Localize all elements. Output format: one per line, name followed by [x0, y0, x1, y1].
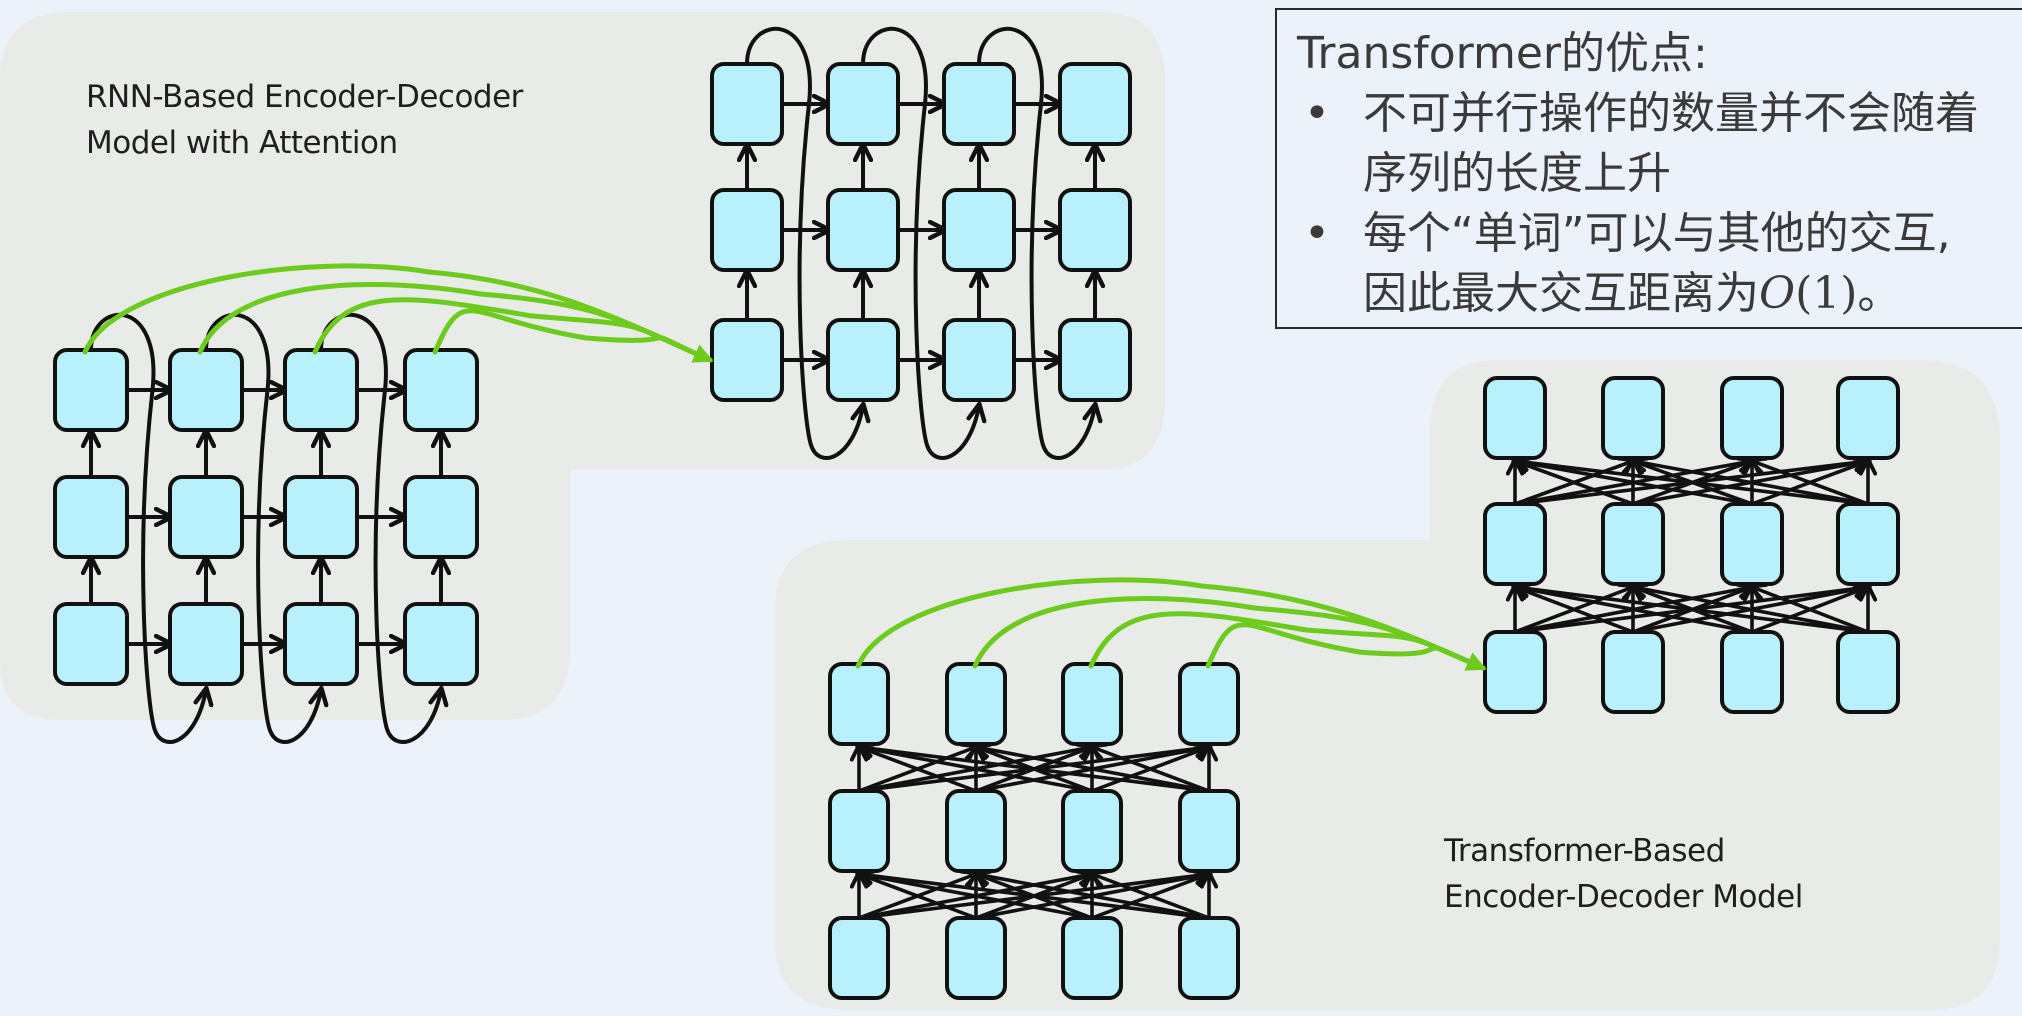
rnn-decoder-wraparound-edge — [977, 26, 1095, 460]
rnn-encoder-wraparound-edge — [319, 312, 441, 744]
transformer-label-line-1: Transformer-Based — [1444, 833, 1725, 869]
rnn-decoder-node — [826, 188, 900, 272]
rnn-attention-link — [312, 297, 713, 363]
rnn-encoder-node — [53, 475, 129, 559]
transformer-encoder-self-attention-edge — [976, 747, 1211, 793]
transformer-attention-link — [1205, 622, 1486, 671]
rnn-decoder-node — [710, 318, 784, 402]
rnn-attention-link — [432, 308, 713, 363]
transformer-decoder-node — [1836, 502, 1900, 586]
advantage-bullet-2: • 每个“单词”可以与其他的交互, 因此最大交互距离为O(1)。 — [1297, 204, 2022, 324]
transformer-encoder-self-attention-edge — [859, 747, 978, 793]
rnn-decoder-node — [942, 188, 1016, 272]
transformer-encoder-node — [945, 662, 1007, 746]
transformer-decoder-node — [1483, 502, 1547, 586]
transformer-decoder-self-attention-edge — [1633, 587, 1870, 634]
rnn-encoder-wraparound-edge — [204, 312, 321, 744]
rnn-decoder-wraparound-edge — [745, 26, 863, 460]
rnn-encoder-node — [168, 475, 244, 559]
transformer-decoder-self-attention-edge — [1515, 587, 1754, 634]
rnn-label-line-1: RNN-Based Encoder-Decoder — [86, 79, 523, 115]
rnn-decoder-node — [1058, 318, 1132, 402]
bullet-2-line-2: 因此最大交互距离为O(1)。 — [1363, 264, 2022, 324]
transformer-encoder-self-attention-edge — [859, 874, 978, 920]
transformer-decoder-node — [1720, 376, 1784, 460]
transformer-encoder-node — [1061, 789, 1123, 873]
transformer-decoder-self-attention-edge — [1633, 461, 1870, 506]
transformer-decoder-self-attention-edge — [1515, 587, 1635, 634]
rnn-decoder-wraparound-edge — [861, 26, 979, 460]
transformer-decoder-self-attention-edge — [1752, 461, 1870, 506]
transformer-decoder-self-attention-edge — [1515, 461, 1870, 506]
transformer-model-label: Transformer-Based Encoder-Decoder Model — [1444, 828, 1803, 920]
bullet-2-suffix: 。 — [1857, 268, 1902, 319]
transformer-encoder-node — [828, 916, 890, 1000]
transformer-advantages-box: Transformer的优点: • 不可并行操作的数量并不会随着 序列的长度上升… — [1275, 8, 2022, 329]
transformer-decoder-node — [1720, 630, 1784, 714]
rnn-encoder-node — [168, 348, 244, 432]
transformer-encoder-node — [1061, 662, 1123, 746]
rnn-decoder-node — [826, 62, 900, 146]
transformer-decoder-node — [1836, 630, 1900, 714]
transformer-decoder-self-attention-edge — [1515, 587, 1870, 634]
big-o-symbol: O — [1759, 268, 1796, 319]
transformer-encoder-node — [1178, 916, 1240, 1000]
bullet-2-line-1: 每个“单词”可以与其他的交互, — [1363, 208, 1951, 259]
rnn-decoder-node — [942, 62, 1016, 146]
rnn-encoder-node — [283, 602, 359, 686]
bullet-2-line-2-text: 因此最大交互距离为 — [1363, 268, 1759, 319]
transformer-encoder-node — [828, 662, 890, 746]
rnn-label-line-2: Model with Attention — [86, 125, 398, 161]
advantage-bullet-1: • 不可并行操作的数量并不会随着 序列的长度上升 — [1297, 84, 2022, 204]
transformer-encoder-self-attention-edge — [859, 874, 1211, 920]
rnn-encoder-node — [53, 602, 129, 686]
rnn-encoder-node — [403, 348, 479, 432]
transformer-encoder-self-attention-edge — [1092, 874, 1211, 920]
transformer-attention-link — [1088, 611, 1486, 671]
transformer-encoder-self-attention-edge — [1092, 747, 1211, 793]
transformer-decoder-node — [1601, 630, 1665, 714]
transformer-decoder-node — [1601, 376, 1665, 460]
transformer-encoder-node — [945, 916, 1007, 1000]
transformer-encoder-self-attention-edge — [976, 874, 1211, 920]
rnn-encoder-node — [283, 348, 359, 432]
transformer-encoder-node — [828, 789, 890, 873]
rnn-decoder-node — [826, 318, 900, 402]
rnn-decoder-node — [710, 62, 784, 146]
rnn-encoder-wraparound-edge — [89, 312, 206, 744]
rnn-encoder-node — [403, 475, 479, 559]
transformer-encoder-self-attention-edge — [859, 747, 1211, 793]
bullet-marker: • — [1304, 88, 1330, 139]
transformer-decoder-self-attention-edge — [1515, 461, 1635, 506]
transformer-decoder-node — [1601, 502, 1665, 586]
rnn-encoder-node — [53, 348, 129, 432]
transformer-label-line-2: Encoder-Decoder Model — [1444, 879, 1803, 915]
big-o-argument: (1) — [1795, 268, 1858, 319]
bullet-1-line-1: 不可并行操作的数量并不会随着 — [1363, 88, 1979, 139]
rnn-encoder-node — [283, 475, 359, 559]
transformer-encoder-node — [1178, 662, 1240, 746]
advantages-title: Transformer的优点: — [1297, 28, 1708, 79]
transformer-encoder-self-attention-edge — [859, 747, 1094, 793]
transformer-encoder-node — [1061, 916, 1123, 1000]
transformer-decoder-self-attention-edge — [1515, 461, 1754, 506]
transformer-decoder-self-attention-edge — [1752, 587, 1870, 634]
rnn-encoder-node — [403, 602, 479, 686]
transformer-encoder-node — [945, 789, 1007, 873]
bullet-marker: • — [1304, 208, 1330, 259]
rnn-decoder-node — [942, 318, 1016, 402]
transformer-encoder-node — [1178, 789, 1240, 873]
bullet-1-line-2: 序列的长度上升 — [1363, 148, 1671, 199]
transformer-decoder-node — [1483, 630, 1547, 714]
rnn-encoder-node — [168, 602, 244, 686]
rnn-model-label: RNN-Based Encoder-Decoder Model with Att… — [86, 74, 523, 166]
transformer-decoder-node — [1720, 502, 1784, 586]
rnn-decoder-node — [710, 188, 784, 272]
rnn-decoder-node — [1058, 62, 1132, 146]
transformer-decoder-node — [1483, 376, 1547, 460]
transformer-encoder-self-attention-edge — [859, 874, 1094, 920]
transformer-decoder-node — [1836, 376, 1900, 460]
rnn-decoder-node — [1058, 188, 1132, 272]
